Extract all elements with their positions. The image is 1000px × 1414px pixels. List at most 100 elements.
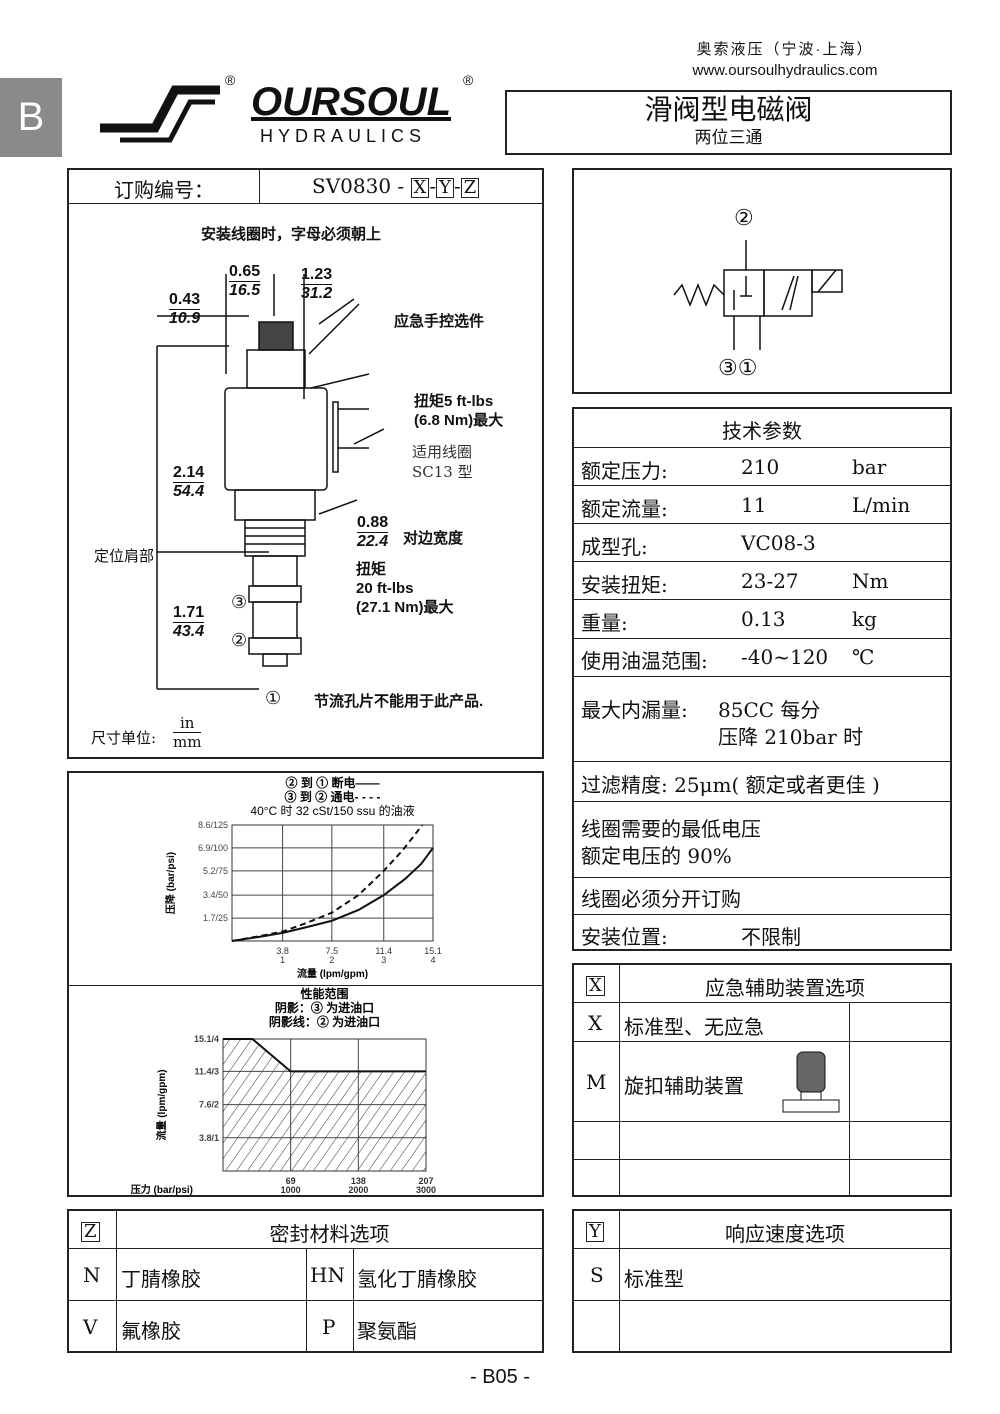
seal-desc: 氢化丁腈橡胶: [357, 1267, 477, 1291]
seal-code: P: [322, 1315, 336, 1339]
page-number: - B05 -: [469, 1366, 531, 1388]
tech-unit: ℃: [852, 645, 875, 669]
company-logo: ® OURSOUL ® HYDRAULICS: [95, 72, 473, 147]
install-note: 安装线圈时，字母必须朝上: [201, 226, 382, 243]
x-tick-label: 15.1: [424, 946, 442, 956]
symbol-ports-3-1: ③①: [718, 356, 758, 381]
logo-subtext: HYDRAULICS: [260, 126, 427, 146]
option-y-title: 响应速度选项: [725, 1222, 845, 1246]
y-tick-label: 8.6/125: [198, 820, 228, 830]
y-tick-label: 15.1/4: [194, 1034, 219, 1044]
orifice-note: 节流孔片不能用于此产品.: [314, 693, 484, 710]
option-x-code: X: [588, 1011, 603, 1035]
tech-label: 使用油温范围:: [581, 649, 708, 673]
y-tick-label: 6.9/100: [198, 843, 228, 853]
x-tick-label: 3000: [416, 1185, 436, 1195]
option-z-title: 密封材料选项: [269, 1222, 390, 1246]
valve-symbol-icon: [673, 240, 843, 350]
y-tick-label: 11.4/3: [194, 1066, 219, 1076]
y-tick-label: 5.2/75: [203, 866, 228, 876]
order-y-slot: Y: [436, 178, 455, 198]
series-line: [231, 824, 424, 942]
option-x-table: X 应急辅助装置选项 X 标准型、无应急 M 旋扣辅助装置: [572, 963, 952, 1197]
filter-spec: 过滤精度: 25μm( 额定或者更佳 ): [581, 773, 880, 797]
option-y-table: Y 响应速度选项 S 标准型: [572, 1209, 952, 1353]
x-tick-label: 207: [418, 1176, 433, 1186]
tech-label: 重量:: [581, 611, 628, 635]
valve-outline-drawing: [156, 274, 385, 690]
plot-frame: [231, 824, 434, 942]
tech-value: 210: [741, 455, 780, 479]
tech-unit: bar: [852, 455, 887, 479]
hydraulic-symbol-panel: ② ③①: [572, 168, 952, 394]
chart-title: 性能范围: [299, 986, 348, 1001]
logo-mark-icon: [100, 85, 220, 143]
port-2-label: ②: [231, 630, 248, 651]
logo-text: OURSOUL: [251, 80, 451, 124]
series-line: [223, 1038, 426, 1073]
x-tick-label: 69: [286, 1176, 296, 1186]
option-m-desc: 旋扣辅助装置: [624, 1074, 744, 1098]
x-axis-label: 流量 (lpm/gpm): [297, 967, 368, 980]
seal-desc: 聚氨酯: [357, 1319, 417, 1343]
x-tick-label: 11.4: [375, 946, 392, 956]
leak-value: 85CC 每分: [718, 698, 821, 722]
pressure-drop-chart: ② 到 ① 断电——③ 到 ② 通电- - - -40°C 时 32 cSt/1…: [164, 775, 442, 980]
tech-value: -40~120: [741, 645, 829, 669]
chart-title: ② 到 ① 断电——: [285, 775, 379, 790]
seal-desc: 丁腈橡胶: [121, 1267, 201, 1291]
response-code: S: [590, 1263, 604, 1287]
torque1-label: 扭矩5 ft-lbs(6.8 Nm)最大: [414, 393, 504, 429]
y-tick-label: 3.8/1: [199, 1133, 219, 1143]
x-tick-label: 7.5: [326, 946, 339, 956]
x-tick-label: 2000: [348, 1185, 368, 1195]
option-z-table: Z 密封材料选项 N 丁腈橡胶 HN 氢化丁腈橡胶 V 氟橡胶 P 聚氨酯: [67, 1209, 544, 1353]
series-line: [231, 847, 434, 942]
tech-label: 安装扭矩:: [581, 573, 668, 597]
order-code-label: 订购编号：: [114, 178, 214, 202]
reg-mark: ®: [463, 72, 474, 88]
shoulder-label: 定位肩部: [94, 547, 155, 565]
response-desc: 标准型: [624, 1267, 684, 1291]
title-box: 滑阀型电磁阀 两位三通: [505, 90, 952, 155]
coil-voltage-label: 线圈需要的最低电压: [581, 817, 761, 841]
tech-value: 11: [741, 493, 767, 517]
option-m-code: M: [586, 1070, 607, 1094]
x-tick-label: 1000: [281, 1185, 301, 1195]
units-label: 尺寸单位:: [91, 729, 157, 747]
y-tick-label: 7.6/2: [199, 1100, 219, 1110]
chart-title: ③ 到 ② 通电- - - -: [285, 789, 381, 804]
x-tick-label: 138: [351, 1176, 366, 1186]
y-tick-label: 1.7/25: [203, 913, 228, 923]
x-tick-label: 3: [381, 955, 386, 965]
chart-title: 阴影：③ 为进油口: [275, 1000, 374, 1015]
company-name: 奥索液压（宁波·上海）: [696, 41, 874, 58]
mount-label: 安装位置:: [581, 925, 668, 949]
tech-label: 成型孔:: [581, 535, 648, 559]
option-y-key: Y: [586, 1222, 604, 1242]
tech-value: VC08-3: [741, 531, 816, 555]
mount-value: 不限制: [741, 925, 801, 949]
coil-order-note: 线圈必须分开订购: [581, 887, 741, 911]
y-axis-label: 流量 (lpm/gpm): [155, 1069, 168, 1140]
manual-knob-icon: [782, 1051, 840, 1113]
chart-title: 阴影线：② 为进油口: [269, 1014, 380, 1029]
seal-code: V: [83, 1315, 98, 1339]
y-axis-label: 压降 (bar/psi): [164, 852, 177, 914]
company-url[interactable]: www.oursoulhydraulics.com: [692, 62, 878, 79]
tech-label: 额定压力:: [581, 459, 668, 483]
x-tick-label: 3.8: [276, 946, 289, 956]
option-x-desc: 标准型、无应急: [624, 1015, 764, 1039]
across-flats-label: 对边宽度: [403, 530, 464, 547]
option-x-key: X: [586, 976, 605, 996]
option-x-title: 应急辅助装置选项: [705, 976, 865, 1000]
